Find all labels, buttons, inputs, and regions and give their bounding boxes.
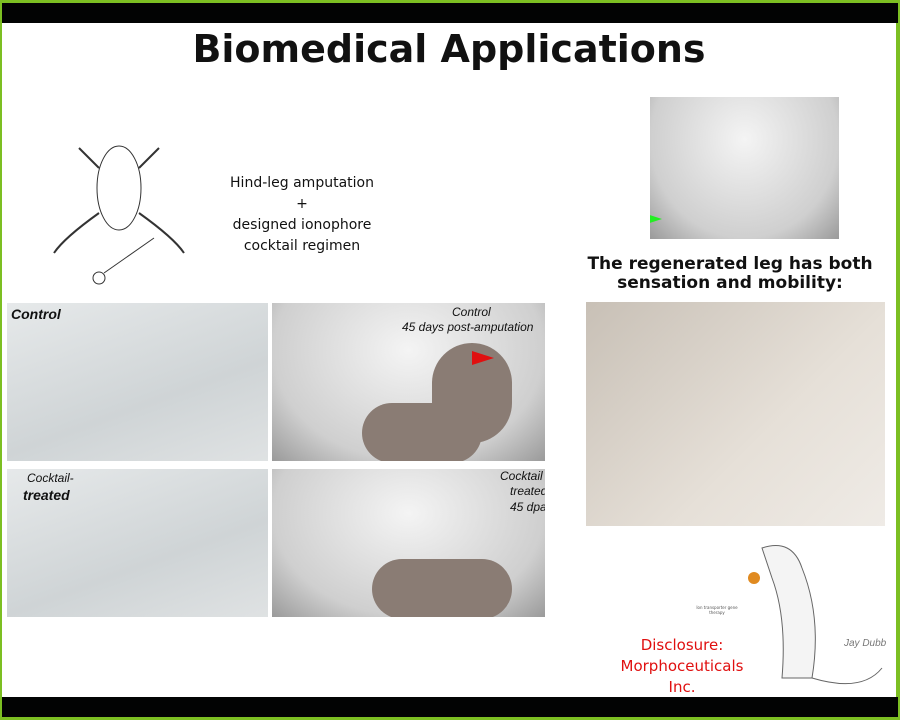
disclosure-line: Inc. [668,678,696,696]
panel-label: 45 dpa [510,500,545,514]
green-arrow-icon [650,212,662,226]
panel-label: 45 days post-amputation [402,320,534,334]
treated-histology-image: Cocktail- treated [7,469,268,617]
procedure-line: + [296,196,308,212]
regenerated-leg-photo [650,97,839,239]
slide-title: Biomedical Applications [192,27,706,71]
bottom-letterbox-bar [2,697,898,717]
panel-label: treated [510,484,545,498]
top-letterbox-bar [2,3,898,23]
treated-leg-photo: Cocktail treated 45 dpa [272,469,545,617]
leg-movement-video[interactable] [586,302,885,526]
disclosure: Disclosure: Morphoceuticals Inc. [612,635,752,698]
frog-drawing [44,128,194,288]
disclosure-line: Disclosure: [640,636,724,654]
procedure-line: Hind-leg amputation [230,175,374,191]
slide: Biomedical Applications Hind-leg amputat… [2,23,896,697]
control-leg-photo: Control 45 days post-amputation [272,303,545,461]
panel-label: treated [23,487,70,503]
panel-label: Cocktail- [27,471,74,485]
red-arrow-icon [472,351,494,365]
control-histology-image: Control [7,303,268,461]
procedure-line: designed ionophore [232,217,372,233]
panel-label: Cocktail [500,469,543,483]
caption-line: The regenerated leg has both [587,254,873,274]
rat-drawing [742,538,892,693]
procedure-line: cocktail regimen [243,238,361,254]
disclosure-line: Morphoceuticals [620,657,744,675]
panel-label: Control [452,305,491,319]
procedure-text: Hind-leg amputation + designed ionophore… [217,173,387,257]
regenerated-caption: The regenerated leg has both sensation a… [580,255,880,293]
artist-signature: Jay Dubb [844,638,887,649]
caption-line: sensation and mobility: [617,273,843,293]
rat-annotation: Ion transporter gene therapy [696,605,738,615]
panel-label: Control [11,306,61,322]
